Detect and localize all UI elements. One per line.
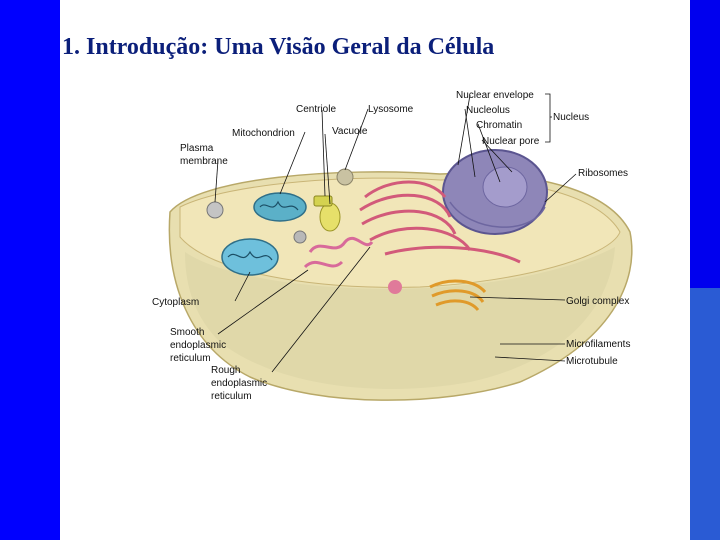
left-blue-bar <box>0 0 60 540</box>
label-plasma-membrane-2: membrane <box>180 156 228 167</box>
label-rough-er-3: reticulum <box>211 391 252 402</box>
right-blue-bar <box>690 0 720 288</box>
label-centriole: Centriole <box>296 104 336 115</box>
label-rough-er: Rough <box>211 365 240 376</box>
label-vacuole: Vacuole <box>332 126 368 137</box>
label-cytoplasm: Cytoplasm <box>152 297 199 308</box>
nucleolus-shape <box>482 166 528 208</box>
vacuole-shape <box>319 202 341 232</box>
slide-title: 1. Introdução: Uma Visão Geral da Célula <box>62 34 495 60</box>
label-smooth-er-3: reticulum <box>170 353 211 364</box>
golgi-shape <box>429 279 487 312</box>
centriole-shape <box>313 195 333 207</box>
lysosome-shape <box>336 168 354 186</box>
label-smooth-er: Smooth <box>170 327 204 338</box>
label-ribosomes: Ribosomes <box>578 168 628 179</box>
label-mitochondrion: Mitochondrion <box>232 128 295 139</box>
mitochondrion-shape-2 <box>221 238 279 276</box>
animal-cell-diagram: Nuclear envelope Nucleolus Chromatin Nuc… <box>152 90 633 402</box>
right-blue-bar-lower <box>690 288 720 540</box>
label-nucleus: Nucleus <box>553 112 589 123</box>
label-golgi-complex: Golgi complex <box>566 296 629 307</box>
label-chromatin: Chromatin <box>476 120 522 131</box>
label-smooth-er-2: endoplasmic <box>170 340 226 351</box>
rough-er-shape <box>359 180 521 264</box>
smooth-er-shape <box>303 236 374 269</box>
cytoplasm-region <box>185 247 615 389</box>
label-microtubule: Microtubule <box>566 356 618 367</box>
mitochondrion-shape <box>253 192 307 222</box>
label-plasma-membrane: Plasma <box>180 143 214 154</box>
label-rough-er-2: endoplasmic <box>211 378 267 389</box>
label-nucleolus: Nucleolus <box>466 105 510 116</box>
label-microfilaments: Microfilaments <box>566 339 630 350</box>
label-lysosome: Lysosome <box>368 104 414 115</box>
label-nuclear-pore: Nuclear pore <box>482 136 540 147</box>
label-nuclear-envelope: Nuclear envelope <box>456 90 534 101</box>
